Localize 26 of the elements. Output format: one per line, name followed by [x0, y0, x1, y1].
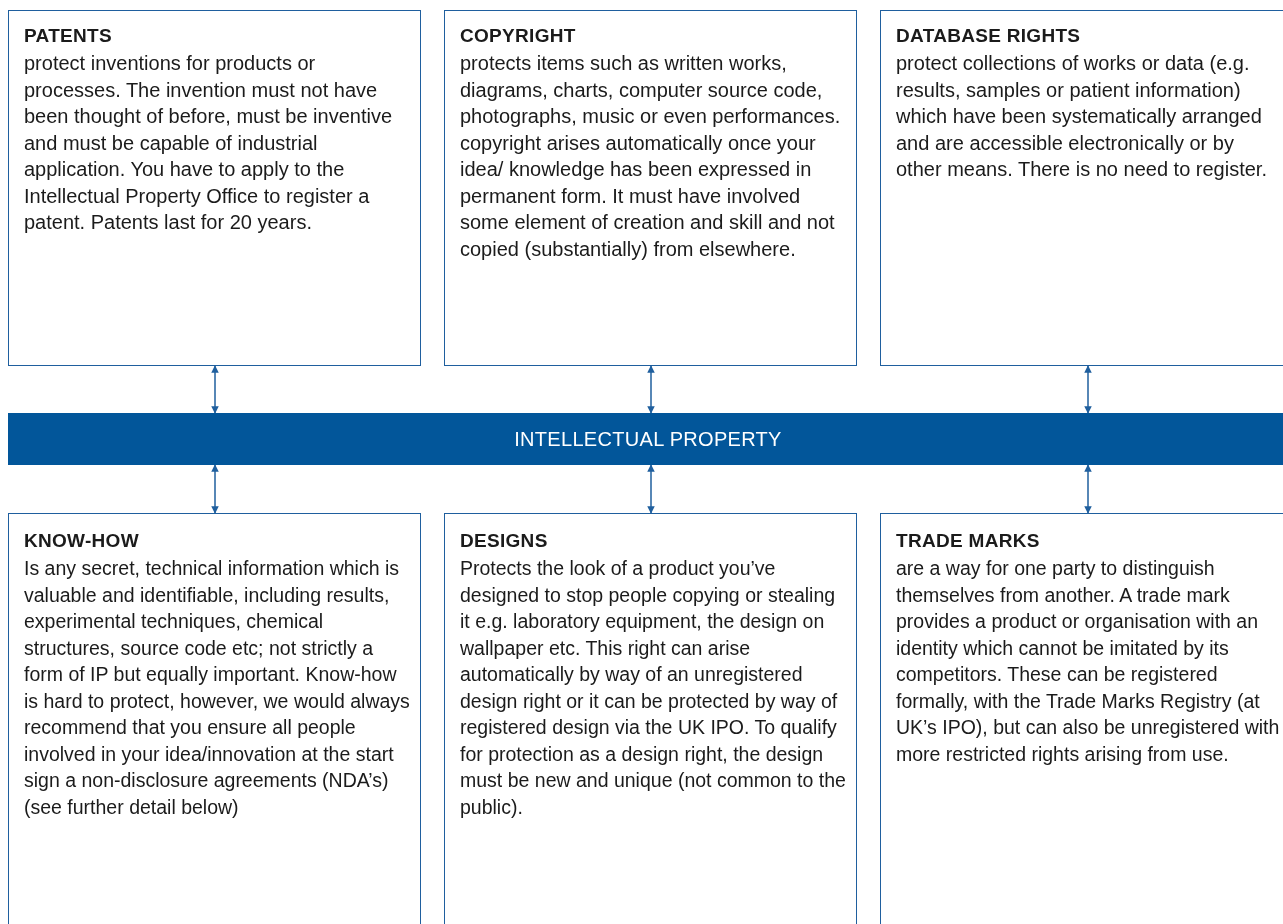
- card-text: protect inventions for products or processes. The invention must not have been thought of before, must be inventive and must be capable of industrial application. You have to apply to the Intellectual Property Office to register a patent. Patents last for 20 years.: [24, 51, 394, 235]
- title-band: [8, 413, 1283, 465]
- double-arrow: [211, 365, 219, 414]
- double-arrow: [211, 464, 219, 514]
- band-title: INTELLECTUAL PROPERTY: [514, 427, 782, 451]
- card-text: protect collections of works or data (e.g. results, samples or patient information) which have been systematically arranged and are accessible electronically or by other means. There is no need to register.: [896, 51, 1268, 182]
- card-heading: DESIGNS: [460, 529, 549, 553]
- card-text: protects items such as written works, diagrams, charts, computer source code, photographs, music or even performances. copyright arises automatically once your idea/ knowledge has been expressed in permanent form. It must have involved some element of creation and skill and not copied (substantially) from elsewhere.: [460, 51, 842, 262]
- card-heading: KNOW-HOW: [24, 529, 140, 553]
- info-card: [444, 513, 857, 924]
- info-card: [8, 10, 421, 366]
- card-text: Protects the look of a product you’ve designed to stop people copying or stealing it e.g. laboratory equipment, the design on wallpaper etc. This right can arise automatically by way of an unregistered design right or it can be protected by way of registered design via the UK IPO. To qualify for protection as a design right, the design must be new and unique (not common to the public).: [460, 556, 847, 820]
- double-arrow: [1084, 365, 1092, 414]
- card-heading: PATENTS: [24, 24, 113, 48]
- double-arrow: [647, 365, 655, 414]
- info-card: [444, 10, 857, 366]
- card-text: are a way for one party to distinguish themselves from another. A trade mark provides a product or organisation with an identity which cannot be imitated by its competitors. These can be registered formally, with the Trade Marks Registry (at UK’s IPO), but can also be unregistered with more restricted rights arising from use.: [896, 556, 1281, 767]
- double-arrow: [647, 464, 655, 514]
- card-heading: TRADE MARKS: [896, 529, 1041, 553]
- info-card: [880, 10, 1283, 366]
- card-heading: COPYRIGHT: [460, 24, 577, 48]
- info-card: [880, 513, 1283, 924]
- card-heading: DATABASE RIGHTS: [896, 24, 1082, 48]
- card-text: Is any secret, technical information which is valuable and identifiable, including results, experimental techniques, chemical structures, source code etc; not strictly a form of IP but equally important. Know-how is hard to protect, however, we would always recommend that you ensure all people involved in your idea/innovation at the start sign a non-disclosure agreements (NDA’s) (see further detail below): [24, 556, 411, 820]
- double-arrow: [1084, 464, 1092, 514]
- info-card: [8, 513, 421, 924]
